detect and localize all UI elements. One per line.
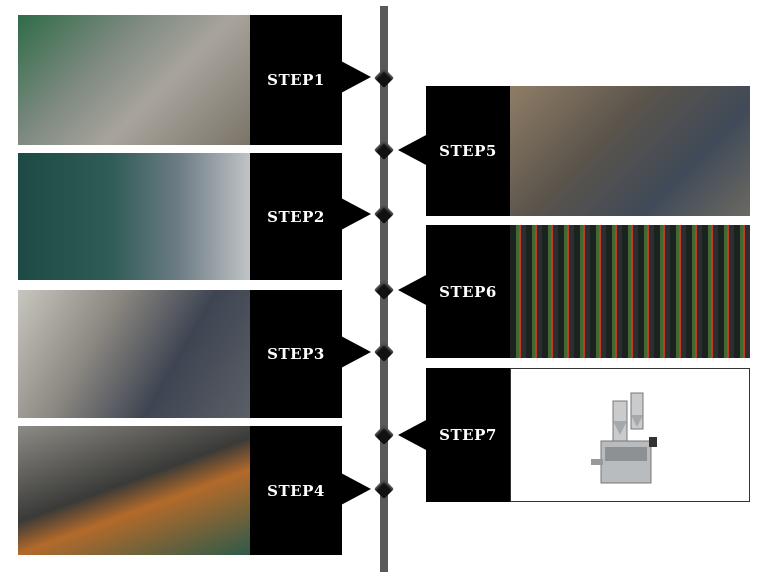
step5-label: STEP5 [439,142,497,160]
step7-pointer [398,419,428,451]
step1-pointer [341,61,371,93]
step4-label-box: STEP4 [250,426,342,555]
step3-pointer [341,336,371,368]
timeline-node-step5 [374,140,394,160]
step5-pointer [398,134,428,166]
step4-photo [18,426,250,555]
step7-label: STEP7 [439,426,497,444]
step1-label: STEP1 [267,71,325,89]
step6-photo [510,225,750,358]
step2-pointer [341,198,371,230]
timeline-node-step3 [374,342,394,362]
step4-pointer [341,473,371,505]
timeline-node-step4 [374,479,394,499]
step3-label-box: STEP3 [250,290,342,418]
step3-photo [18,290,250,418]
timeline-node-step2 [374,204,394,224]
step2-label-box: STEP2 [250,153,342,280]
timeline-node-step1 [374,68,394,88]
step7-photo [510,368,750,502]
step4-label: STEP4 [267,481,325,500]
step2-photo [18,153,250,280]
step6-pointer [398,274,428,306]
step2-label: STEP2 [267,207,325,226]
timeline-node-step6 [374,280,394,300]
step6-label-box: STEP6 [426,225,510,358]
step5-photo [510,86,750,216]
step7-label-box: STEP7 [426,368,510,502]
filling-machine-illustration [591,392,657,484]
step1-photo [18,15,250,145]
step3-label: STEP3 [267,345,325,363]
step1-label-box: STEP1 [250,15,342,145]
step6-label: STEP6 [439,282,497,301]
step5-label-box: STEP5 [426,86,510,216]
timeline-node-step7 [374,425,394,445]
